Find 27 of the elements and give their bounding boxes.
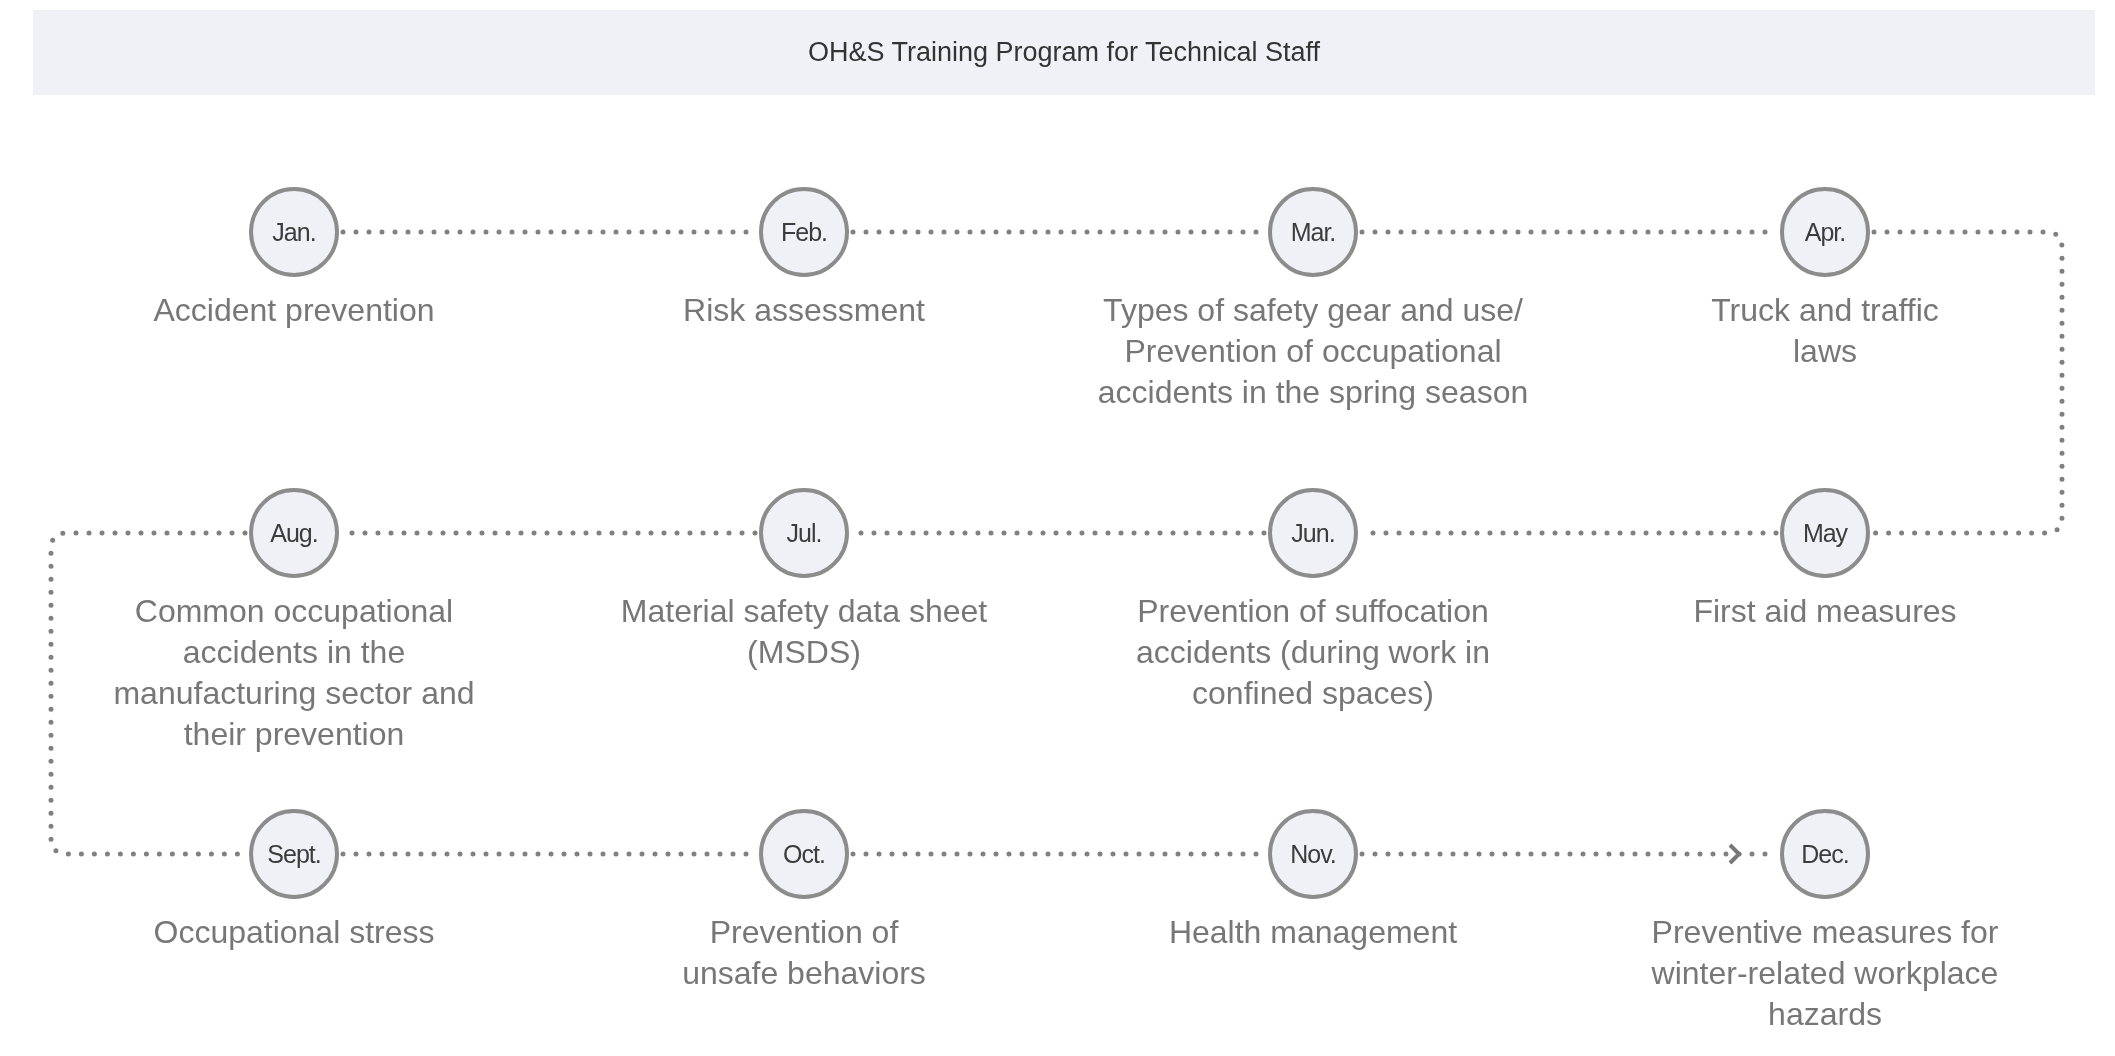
month-label: Nov. <box>1290 839 1336 869</box>
topic-text: Material safety data sheet (MSDS) <box>619 592 989 672</box>
dotted-connector <box>1871 229 2065 536</box>
topic-text: Truck and traffic laws <box>1710 291 1940 371</box>
month-label: Sept. <box>267 839 321 869</box>
month-label: Apr. <box>1804 217 1846 247</box>
month-label: Oct. <box>783 839 825 869</box>
month-label: Dec. <box>1801 839 1849 869</box>
dotted-connector <box>48 530 248 857</box>
month-label: Jan. <box>272 217 316 247</box>
topic-text: Types of safety gear and use/ Prevention of occupational accidents in the spring season <box>1096 291 1530 412</box>
topic-text: Accident prevention <box>152 291 436 330</box>
month-label: Aug. <box>270 518 318 548</box>
topic-text: Prevention of suffocation accidents (during work in confined spaces) <box>1135 592 1491 713</box>
month-label: May <box>1802 518 1848 548</box>
topic-text: Common occupational accidents in the manufacturing sector and their prevention <box>112 592 476 754</box>
month-label: Jun. <box>1291 518 1335 548</box>
diagram-title: OH&S Training Program for Technical Staff <box>807 37 1321 68</box>
month-label: Jul. <box>786 518 822 548</box>
topic-text: Health management <box>1167 913 1459 952</box>
topic-text: First aid measures <box>1692 592 1958 631</box>
topic-text: Risk assessment <box>682 291 926 330</box>
month-label: Feb. <box>781 217 827 247</box>
month-label: Mar. <box>1290 217 1336 247</box>
topic-text: Prevention of unsafe behaviors <box>681 913 927 993</box>
topic-text: Occupational stress <box>152 913 436 952</box>
topic-text: Preventive measures for winter-related workplace hazards <box>1650 913 2000 1034</box>
